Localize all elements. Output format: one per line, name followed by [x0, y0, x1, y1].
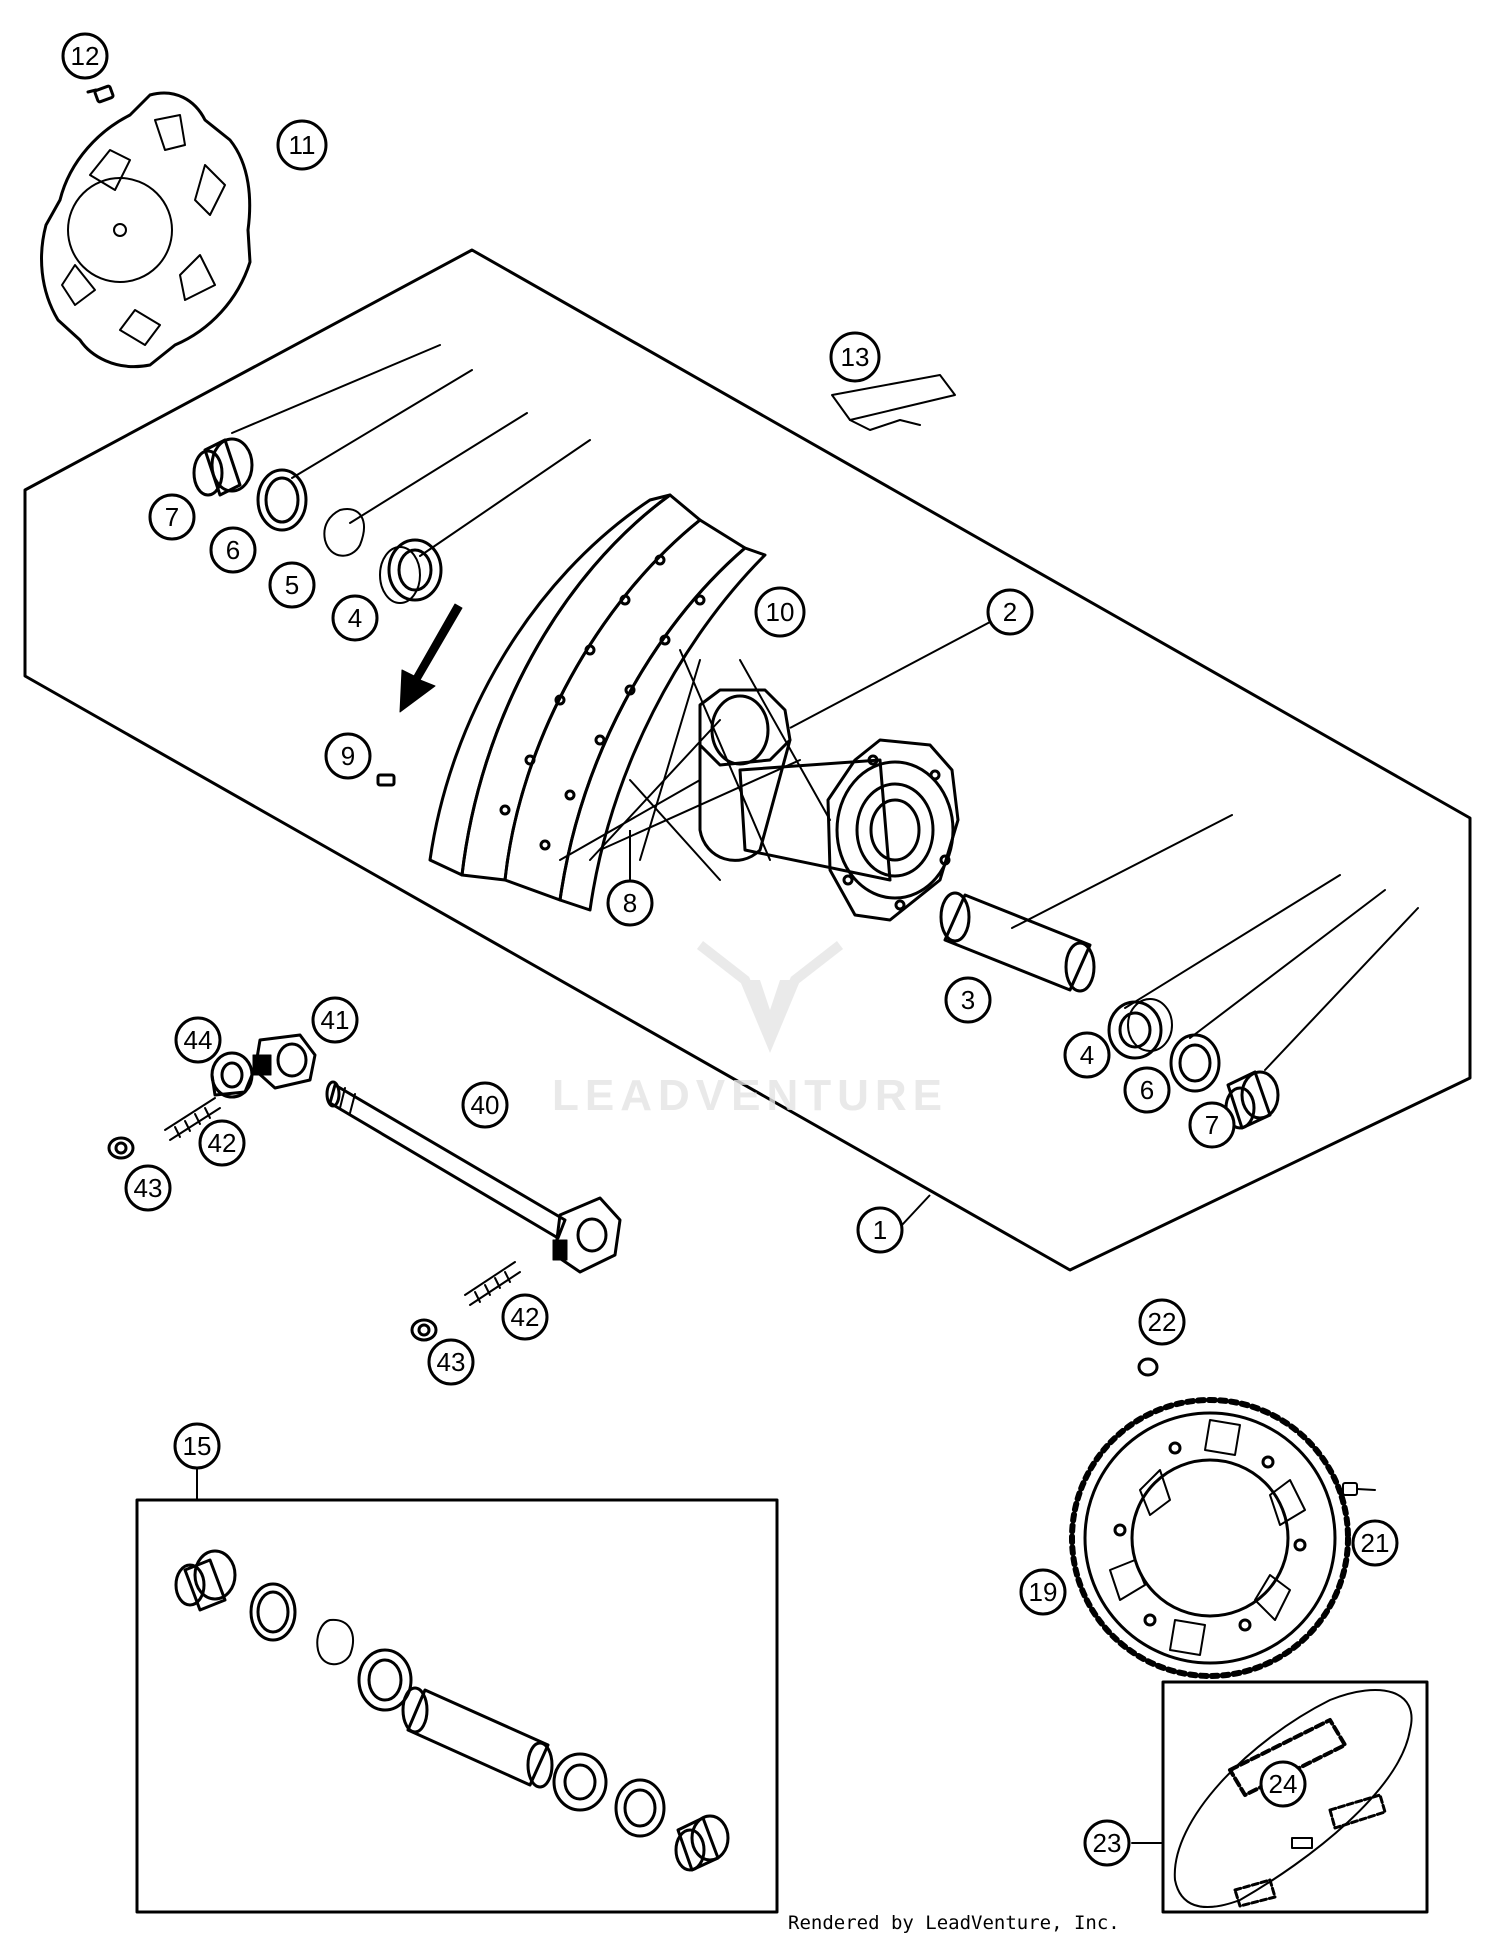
svg-text:13: 13: [841, 342, 870, 372]
callout-3: 3: [944, 976, 992, 1024]
svg-text:15: 15: [183, 1431, 212, 1461]
svg-text:44: 44: [184, 1025, 213, 1055]
wheel-hub: [698, 688, 960, 922]
svg-text:40: 40: [471, 1090, 500, 1120]
leader-lines-lower: [1011, 814, 1419, 1071]
svg-text:21: 21: [1361, 1528, 1390, 1558]
svg-text:42: 42: [208, 1128, 237, 1158]
spokes: [559, 649, 831, 881]
callout-43-lower: 43: [427, 1338, 475, 1386]
svg-text:6: 6: [226, 535, 240, 565]
svg-text:19: 19: [1029, 1577, 1058, 1607]
adjusting-screw-upper: [164, 1097, 221, 1141]
svg-text:2: 2: [1003, 597, 1017, 627]
callout-6-lower: 6: [1123, 1066, 1171, 1114]
svg-text:11: 11: [289, 130, 316, 160]
svg-text:42: 42: [511, 1302, 540, 1332]
callout-43-upper: 43: [124, 1164, 172, 1212]
drive-chain: [1173, 1689, 1413, 1909]
callout-40: 40: [461, 1081, 509, 1129]
leader-lines-upper: [231, 344, 591, 557]
svg-text:43: 43: [134, 1173, 163, 1203]
svg-text:43: 43: [437, 1347, 466, 1377]
bearing-lower: [1107, 998, 1173, 1060]
callout-44: 44: [174, 1016, 222, 1064]
svg-text:22: 22: [1148, 1307, 1177, 1337]
svg-text:12: 12: [71, 41, 100, 71]
callouts: 12 11 13 7 6 5 4 10 2 9 8 3 4 6 7 1 44 4…: [61, 32, 1399, 1867]
svg-text:6: 6: [1140, 1075, 1154, 1105]
spacer-kit-box: [135, 1498, 779, 1914]
callout-41: 41: [311, 996, 359, 1044]
svg-text:7: 7: [1205, 1110, 1219, 1140]
callout-4-upper: 4: [331, 594, 379, 642]
spacer-kit-parts: [174, 1549, 730, 1872]
svg-text:24: 24: [1269, 1769, 1298, 1799]
nut-upper: [107, 1136, 135, 1160]
callout-5: 5: [268, 561, 316, 609]
callout-42-lower: 42: [501, 1293, 549, 1341]
callout-23: 23: [1083, 1819, 1131, 1867]
adjusting-screw-lower: [464, 1261, 521, 1306]
bearing-upper: [379, 538, 443, 604]
callout-1: 1: [856, 1206, 904, 1254]
callout-8: 8: [606, 879, 654, 927]
wheel-assembly-inner-line: [24, 675, 1071, 1271]
spacer-upper: [192, 437, 254, 497]
callout-7-upper: 7: [148, 493, 196, 541]
svg-text:10: 10: [766, 597, 795, 627]
svg-text:1: 1: [873, 1215, 887, 1245]
sprocket-nut: [1137, 1357, 1159, 1377]
rim: [428, 493, 767, 912]
wheel-axle: [325, 1080, 622, 1274]
callout-42-upper: 42: [198, 1119, 246, 1167]
callout-11: 11: [276, 119, 328, 171]
nut-lower: [410, 1318, 438, 1342]
svg-text:4: 4: [348, 603, 362, 633]
leader-2: [789, 621, 991, 729]
callout-24: 24: [1259, 1760, 1307, 1808]
svg-text:4: 4: [1080, 1040, 1094, 1070]
callout-2: 2: [986, 588, 1034, 636]
callout-10: 10: [754, 586, 806, 638]
chain-adjuster: [252, 1033, 317, 1090]
callout-13: 13: [829, 331, 881, 383]
leadventure-watermark: LEADVENTURE: [552, 941, 948, 1120]
callout-15: 15: [173, 1422, 221, 1470]
callout-12: 12: [61, 32, 109, 80]
svg-text:41: 41: [321, 1005, 350, 1035]
footer-credit: Rendered by LeadVenture, Inc.: [788, 1912, 1120, 1934]
chain-adjuster-spacer: [210, 1051, 254, 1099]
rim-tape: [831, 374, 956, 431]
callout-6-upper: 6: [209, 526, 257, 574]
brake-disc: [40, 91, 252, 369]
rotation-arrow-icon: [399, 603, 463, 713]
rear-sprocket: [1069, 1397, 1351, 1679]
distance-sleeve: [939, 891, 1096, 993]
svg-text:9: 9: [341, 741, 355, 771]
svg-text:8: 8: [623, 888, 637, 918]
svg-text:5: 5: [285, 570, 299, 600]
watermark-text: LEADVENTURE: [552, 1071, 948, 1120]
circlip: [323, 508, 365, 557]
svg-text:3: 3: [961, 985, 975, 1015]
callout-21: 21: [1351, 1519, 1399, 1567]
callout-19: 19: [1019, 1568, 1067, 1616]
shaft-seal-upper: [256, 468, 308, 532]
chain-box: [1161, 1680, 1429, 1914]
svg-text:23: 23: [1093, 1828, 1122, 1858]
shaft-seal-lower: [1169, 1033, 1221, 1093]
callout-22: 22: [1138, 1298, 1186, 1346]
disc-bolt: [86, 84, 115, 104]
svg-text:7: 7: [165, 502, 179, 532]
callout-7-lower: 7: [1188, 1101, 1236, 1149]
callout-9: 9: [324, 732, 372, 780]
leader-1: [901, 1194, 931, 1226]
spoke-nipple: [376, 773, 396, 787]
sprocket-bolt: [1342, 1482, 1376, 1496]
callout-4-lower: 4: [1063, 1031, 1111, 1079]
